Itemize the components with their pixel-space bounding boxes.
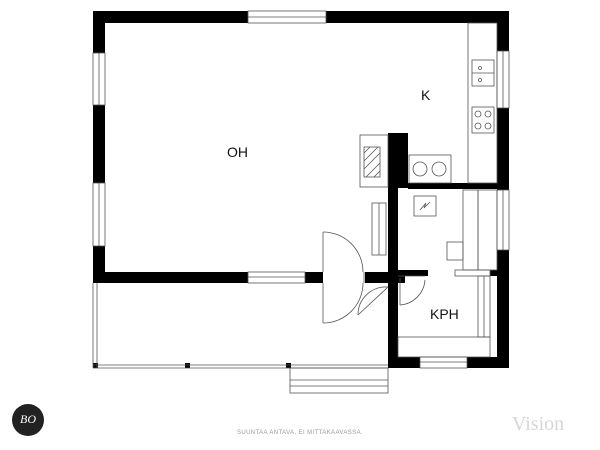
wall-bottom-living-1 — [93, 272, 248, 283]
wall-sauna-bottom-1 — [398, 270, 428, 276]
sauna-bench-lower — [477, 189, 498, 271]
cooktop — [408, 154, 452, 184]
wall-top-mid — [326, 11, 343, 23]
room-label-bathroom: KPH — [430, 306, 459, 322]
windows — [92, 10, 510, 369]
sauna-bench-upper — [462, 189, 479, 271]
wall-kitchen-divider — [388, 133, 408, 188]
wall-partition-vertical — [388, 188, 398, 366]
bathroom-fixtures — [397, 275, 491, 358]
wall-left-1 — [93, 11, 105, 53]
fireplace — [359, 134, 389, 188]
wall-bath-bottom-1 — [388, 357, 420, 368]
walls — [93, 11, 509, 368]
wall-top-left — [93, 11, 248, 23]
sauna-step — [446, 241, 464, 261]
sauna-stove — [413, 195, 437, 217]
wall-bottom-living-3 — [365, 272, 405, 283]
kitchen-counter — [467, 22, 498, 184]
wall-bath-bottom-2 — [467, 357, 509, 368]
wall-top-right — [343, 11, 509, 23]
stove — [471, 106, 495, 134]
brand-logo: Vision — [512, 413, 565, 435]
wall-right-3 — [497, 250, 509, 368]
window-sauna-bottom — [454, 269, 491, 277]
terrace-post — [286, 363, 291, 368]
doors — [322, 231, 426, 324]
kitchen-fixtures — [408, 22, 498, 184]
wall-bottom-living-2 — [305, 272, 323, 283]
room-label-living: OH — [227, 144, 248, 160]
room-label-kitchen: K — [421, 87, 431, 103]
sauna — [371, 189, 498, 271]
terrace-post — [93, 363, 98, 368]
terrace — [92, 283, 389, 394]
disclaimer-text: SUUNTAA ANTAVA, EI MITTAKAAVASSA. — [236, 430, 364, 436]
wall-kitchen-bottom — [408, 183, 499, 189]
wall-left-2 — [93, 105, 105, 183]
wall-sauna-bottom-2 — [490, 270, 500, 276]
logo-badge: BO — [12, 404, 44, 436]
wall-right-1 — [497, 11, 509, 51]
window-bath-bottom — [419, 356, 468, 369]
entrance-steps — [289, 367, 389, 394]
terrace-post — [185, 363, 190, 368]
bath-counter — [397, 336, 491, 358]
window-bottom-living — [247, 271, 306, 284]
wall-right-2 — [497, 108, 509, 190]
